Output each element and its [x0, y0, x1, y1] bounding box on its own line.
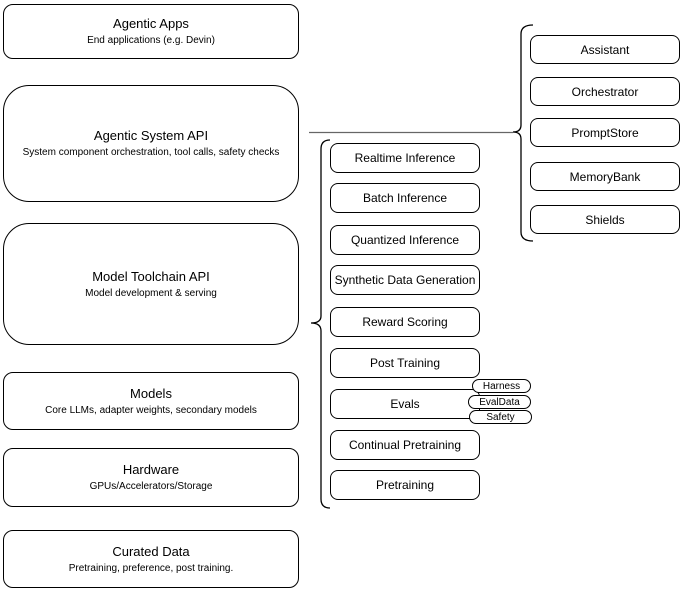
node-synthetic-data-generation: Synthetic Data Generation — [330, 265, 480, 295]
node-subtitle: System component orchestration, tool cal… — [22, 147, 280, 158]
brace-toolchain-group — [310, 139, 331, 509]
node-subtitle: Model development & serving — [85, 287, 217, 299]
pill-safety: Safety — [469, 410, 532, 424]
node-continual-pretraining: Continual Pretraining — [330, 430, 480, 460]
node-batch-inference: Batch Inference — [330, 183, 480, 213]
node-hardware: Hardware GPUs/Accelerators/Storage — [3, 448, 299, 507]
node-subtitle: End applications (e.g. Devin) — [87, 35, 215, 46]
node-assistant: Assistant — [530, 35, 680, 64]
node-title: Model Toolchain API — [92, 268, 210, 284]
node-model-toolchain-api: Model Toolchain API Model development & … — [3, 223, 299, 345]
node-subtitle: Core LLMs, adapter weights, secondary mo… — [45, 404, 257, 416]
node-reward-scoring: Reward Scoring — [330, 307, 480, 337]
node-title: Agentic Apps — [113, 16, 189, 31]
node-evals: Evals — [330, 389, 480, 419]
node-orchestrator: Orchestrator — [530, 77, 680, 106]
pill-harness: Harness — [472, 379, 531, 393]
node-title: Agentic System API — [93, 128, 209, 143]
node-subtitle: GPUs/Accelerators/Storage — [89, 481, 213, 492]
pill-evaldata: EvalData — [468, 395, 531, 409]
node-title: Hardware — [122, 462, 180, 477]
node-subtitle: Pretraining, preference, post training. — [68, 562, 234, 574]
node-agentic-apps: Agentic Apps End applications (e.g. Devi… — [3, 4, 299, 59]
node-realtime-inference: Realtime Inference — [330, 143, 480, 173]
node-curated-data: Curated Data Pretraining, preference, po… — [3, 530, 299, 588]
node-title: Curated Data — [112, 543, 190, 559]
node-memorybank: MemoryBank — [530, 162, 680, 191]
node-models: Models Core LLMs, adapter weights, secon… — [3, 372, 299, 430]
node-title: Models — [130, 385, 172, 401]
node-shields: Shields — [530, 205, 680, 234]
node-post-training: Post Training — [330, 348, 480, 378]
node-quantized-inference: Quantized Inference — [330, 225, 480, 255]
node-promptstore: PromptStore — [530, 118, 680, 147]
node-agentic-system-api: Agentic System API System component orch… — [3, 85, 299, 202]
node-pretraining: Pretraining — [330, 470, 480, 500]
